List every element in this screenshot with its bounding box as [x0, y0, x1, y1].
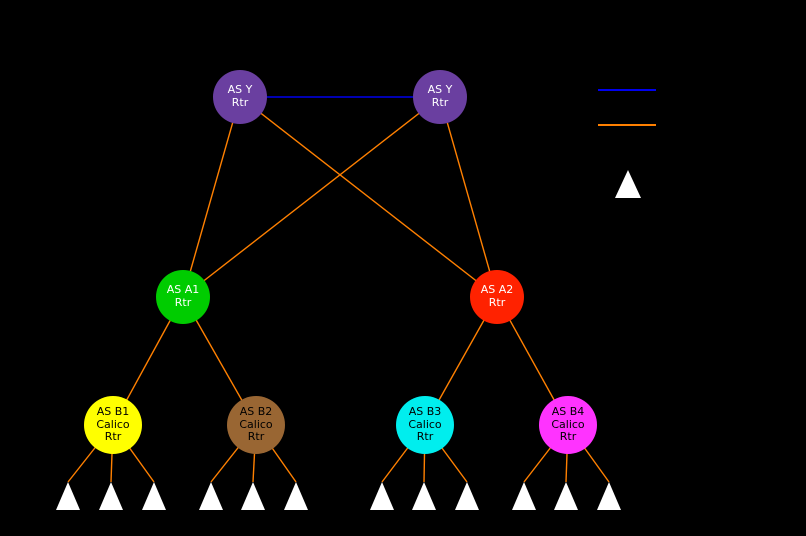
server-triangle — [597, 482, 621, 510]
node-label: AS A2 Rtr — [480, 283, 514, 309]
edge-ebgp-y2-a2 — [439, 96, 498, 298]
server-triangle — [199, 482, 223, 510]
node-label: AS Y Rtr — [227, 83, 253, 109]
node-label: AS A1 Rtr — [166, 283, 200, 309]
server-triangle — [284, 482, 308, 510]
server-triangle — [142, 482, 166, 510]
server-triangle — [56, 482, 80, 510]
server-triangle — [412, 482, 436, 510]
node-as-y-rtr-left: AS Y Rtr — [213, 70, 267, 124]
node-as-a2-rtr: AS A2 Rtr — [470, 270, 524, 324]
edge-ebgp-y2-a1 — [182, 96, 441, 298]
node-label: AS B4 Calico Rtr — [551, 404, 585, 444]
edge-ebgp-y1-a2 — [239, 96, 498, 298]
node-as-a1-rtr: AS A1 Rtr — [156, 270, 210, 324]
server-triangle — [554, 482, 578, 510]
node-as-b4-calico-rtr: AS B4 Calico Rtr — [539, 396, 597, 454]
server-triangle — [512, 482, 536, 510]
legend-server-triangle-sample — [615, 170, 641, 198]
node-label: AS B1 Calico Rtr — [96, 404, 130, 444]
server-triangle — [99, 482, 123, 510]
server-triangle — [370, 482, 394, 510]
node-as-y-rtr-right: AS Y Rtr — [413, 70, 467, 124]
server-triangle — [455, 482, 479, 510]
node-as-b1-calico-rtr: AS B1 Calico Rtr — [84, 396, 142, 454]
node-label: AS Y Rtr — [427, 83, 453, 109]
node-label: AS B3 Calico Rtr — [408, 404, 442, 444]
node-label: AS B2 Calico Rtr — [239, 404, 273, 444]
edge-ebgp-y1-a1 — [182, 96, 241, 298]
server-triangle — [241, 482, 265, 510]
node-as-b3-calico-rtr: AS B3 Calico Rtr — [396, 396, 454, 454]
node-as-b2-calico-rtr: AS B2 Calico Rtr — [227, 396, 285, 454]
